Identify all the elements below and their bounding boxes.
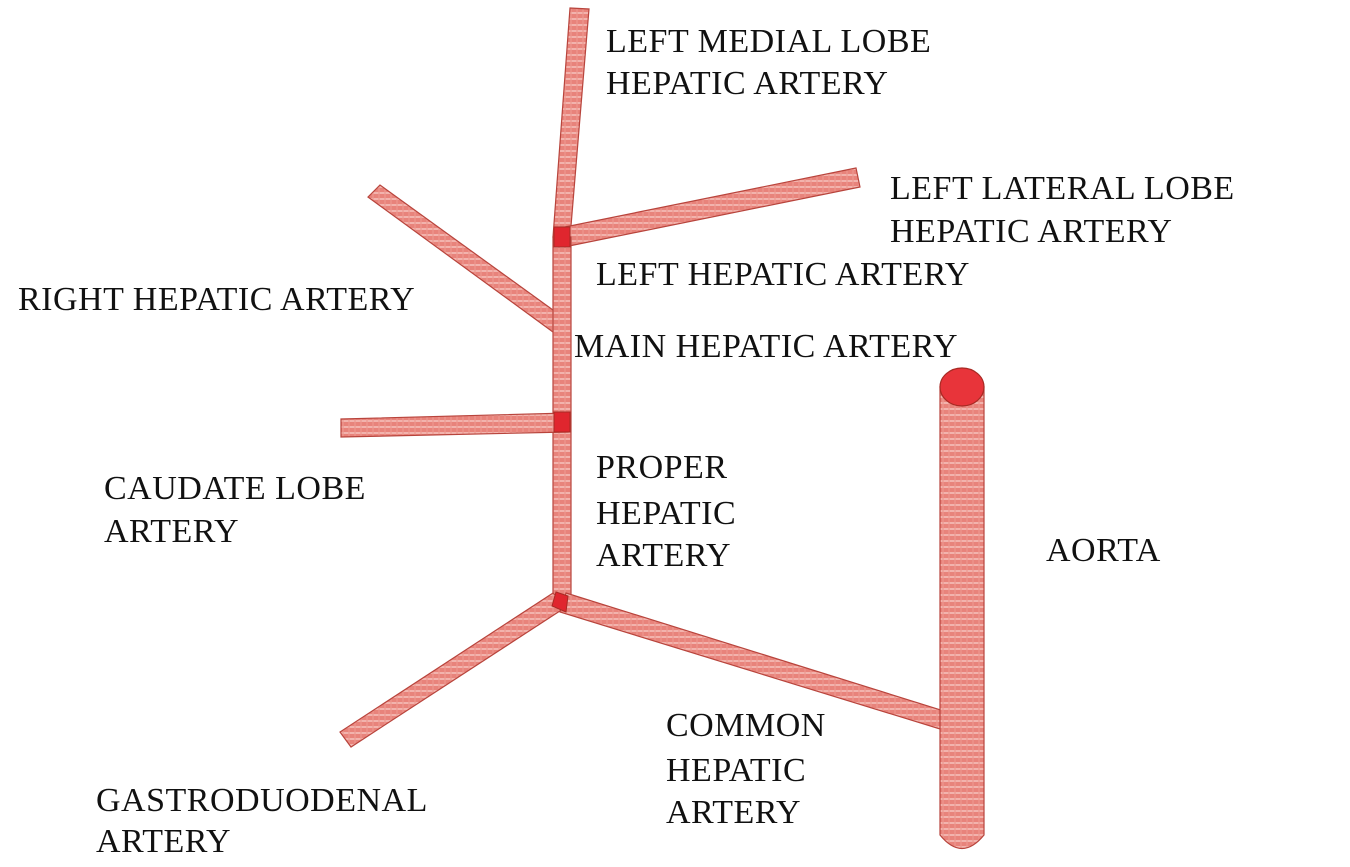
left-lateral-lobe-label-line2: HEPATIC ARTERY — [890, 213, 1172, 250]
aorta-label: AORTA — [1046, 532, 1161, 569]
proper-hepatic-label-line2: HEPATIC — [596, 495, 736, 532]
left-medial-lobe-hepatic-artery-vessel — [553, 8, 589, 238]
vessels — [340, 8, 984, 849]
left-lateral-lobe-label-line1: LEFT LATERAL LOBE — [890, 170, 1235, 207]
gastroduodenal-label-line2: ARTERY — [96, 823, 231, 860]
caudate-lobe-label-line2: ARTERY — [104, 513, 239, 550]
caudate-lobe-artery-vessel — [341, 413, 568, 437]
aorta-vessel — [940, 387, 984, 849]
common-hepatic-label-line1: COMMON — [666, 707, 826, 744]
left-medial-lobe-label-line2: HEPATIC ARTERY — [606, 65, 888, 102]
caudate-lobe-label-line1: CAUDATE LOBE — [104, 470, 366, 507]
common-hepatic-label-line2: HEPATIC — [666, 752, 806, 789]
left-medial-lobe-label-line1: LEFT MEDIAL LOBE — [606, 23, 931, 60]
aorta-top-opening — [940, 368, 984, 406]
left-hepatic-junction — [554, 227, 570, 247]
proper-hepatic-label-line1: PROPER — [596, 449, 728, 486]
labels: LEFT MEDIAL LOBE HEPATIC ARTERY LEFT LAT… — [18, 23, 1235, 860]
main-hepatic-label: MAIN HEPATIC ARTERY — [574, 328, 958, 365]
proper-hepatic-label-line3: ARTERY — [596, 537, 731, 574]
right-hepatic-label: RIGHT HEPATIC ARTERY — [18, 281, 415, 318]
common-hepatic-label-line3: ARTERY — [666, 794, 801, 831]
left-lateral-lobe-hepatic-artery-vessel — [560, 168, 860, 247]
gastroduodenal-artery-vessel — [340, 593, 566, 747]
gastroduodenal-label-line1: GASTRODUODENAL — [96, 782, 428, 819]
caudate-junction — [554, 412, 570, 432]
left-hepatic-label: LEFT HEPATIC ARTERY — [596, 256, 970, 293]
